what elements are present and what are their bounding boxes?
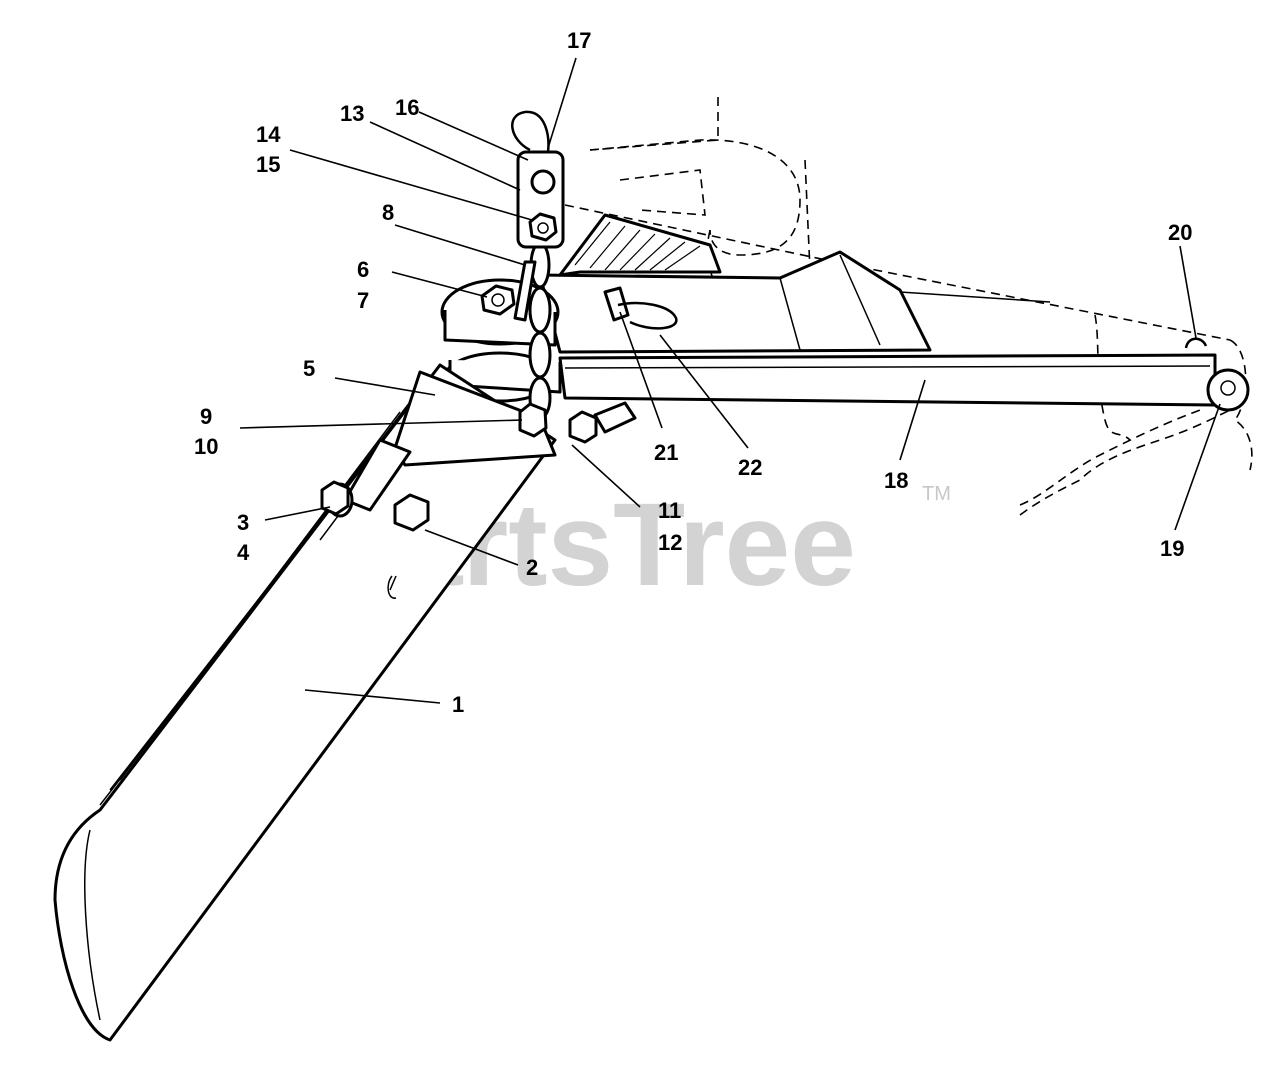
callout-number: 13 (340, 101, 364, 126)
callout-number: 5 (303, 356, 315, 381)
callout-13: 13 (340, 101, 364, 126)
clevis-pin-17 (511, 110, 550, 153)
blade-mount-bracket (343, 370, 557, 512)
callout-number: 1 (452, 692, 464, 717)
callout-20: 20 (1168, 220, 1192, 245)
bolt-2 (393, 493, 430, 532)
pin-20 (1184, 337, 1208, 349)
blade-1 (53, 363, 557, 1042)
callout-number: 18 (884, 468, 908, 493)
callout-2: 2 (526, 555, 538, 580)
hitch-plate (558, 213, 722, 277)
bolt-11-nut-12 (568, 401, 637, 444)
callout-3-4: 3 4 (237, 510, 250, 565)
bolt-3-nut-4 (320, 480, 354, 518)
callout-11-12: 11 12 (658, 498, 682, 555)
callout-8: 8 (382, 200, 394, 225)
callout-number: 11 (658, 498, 681, 523)
frame-bar-18 (538, 250, 1217, 407)
hairpin-clip-22 (617, 301, 678, 330)
callout-number: 20 (1168, 220, 1192, 245)
callout-22: 22 (738, 455, 762, 480)
callout-number: 15 (256, 152, 280, 177)
callout-1: 1 (452, 692, 464, 717)
callout-21: 21 (654, 440, 678, 465)
watermark-trademark: TM (922, 483, 951, 505)
callout-number: 14 (256, 122, 281, 147)
hitch-pin-21 (603, 286, 630, 322)
roller-19 (1206, 368, 1250, 412)
callout-number: 19 (1160, 536, 1184, 561)
cotter-loose (387, 575, 397, 599)
bolt-9-nut-10 (518, 402, 548, 438)
callout-17: 17 (567, 28, 591, 53)
callout-14-15: 14 15 (256, 122, 281, 177)
callout-number: 12 (658, 530, 682, 555)
callout-number: 7 (357, 288, 369, 313)
callout-number: 10 (194, 434, 218, 459)
leader-lines (239, 57, 1221, 704)
chain-8 (513, 241, 552, 420)
callout-number: 9 (200, 404, 212, 429)
callout-number: 3 (237, 510, 249, 535)
callout-5: 5 (303, 356, 315, 381)
callout-19: 19 (1160, 536, 1184, 561)
callout-16: 16 (395, 95, 419, 120)
callout-number: 2 (526, 555, 538, 580)
callout-number: 4 (237, 540, 250, 565)
callout-number: 17 (567, 28, 591, 53)
callout-6-7: 6 7 (357, 257, 369, 313)
callout-18: 18 (884, 468, 908, 493)
callout-number: 6 (357, 257, 369, 282)
lift-link-16 (516, 150, 565, 249)
callout-number: 16 (395, 95, 419, 120)
callout-number: 8 (382, 200, 394, 225)
callout-number: 22 (738, 455, 762, 480)
callout-9-10: 9 10 (194, 404, 218, 459)
callout-number: 21 (654, 440, 678, 465)
